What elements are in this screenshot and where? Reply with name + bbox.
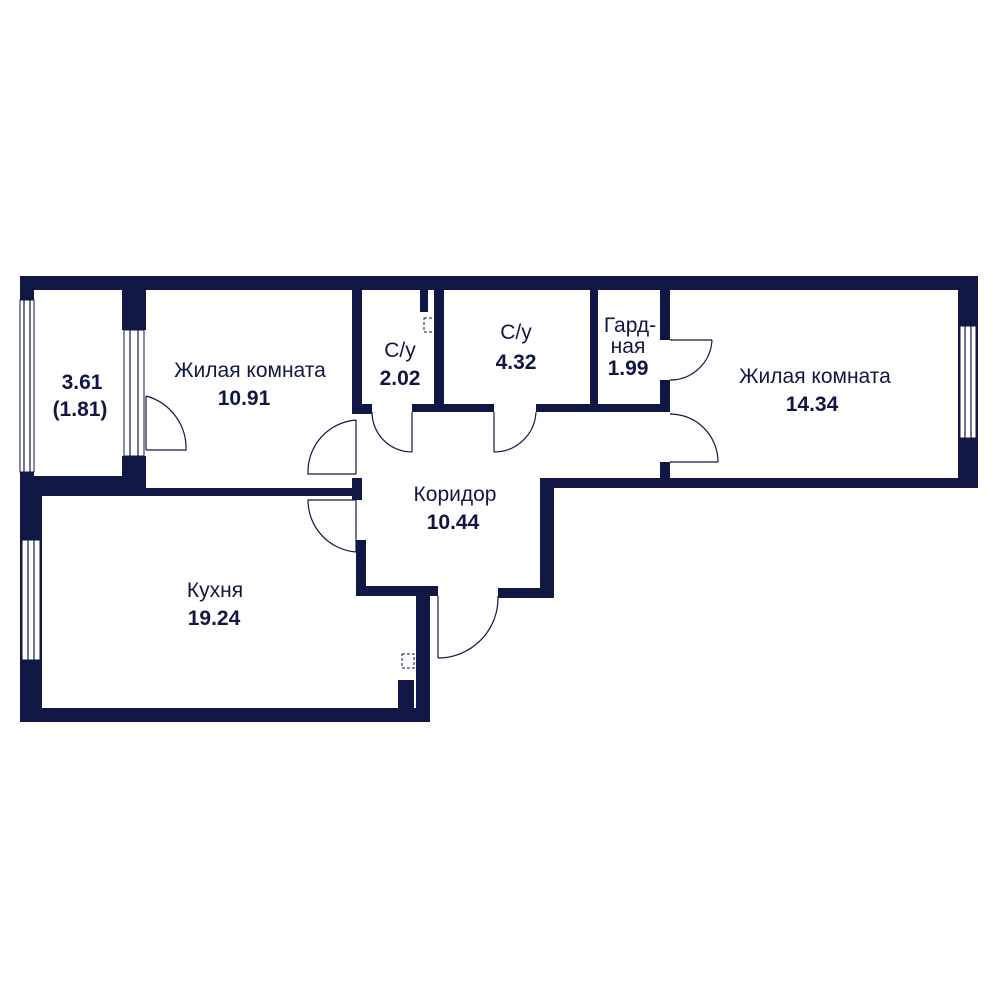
kitchen-area: 19.24 [188, 607, 241, 630]
wardrobe-left-wall [590, 290, 598, 412]
living-left-window [123, 329, 145, 457]
bath-small-corner [362, 404, 372, 414]
kitchen-riser-marker [401, 653, 415, 669]
balcony-wall-top [122, 290, 146, 330]
kitchen-bottom-wall [20, 708, 430, 722]
wardrobe-area: 1.99 [608, 357, 649, 380]
corridor-bottom-left-wall [356, 586, 438, 596]
balcony-area: 3.61 [62, 371, 103, 394]
right-living-bottom-wall [540, 478, 978, 488]
living-left-area: 10.91 [218, 387, 271, 410]
fixtures [401, 317, 437, 669]
living-right-name: Жилая комната [739, 365, 891, 388]
bath-large-door-swing [493, 411, 537, 453]
kitchen-riser [398, 680, 414, 710]
kitchen-door-swing [307, 499, 357, 553]
kitchen-corner [20, 490, 42, 512]
bath-small-name: С/у [384, 339, 416, 362]
corridor-name: Коридор [414, 483, 497, 506]
right-living-left-wall [660, 462, 670, 488]
wardrobe-door-swing [669, 339, 713, 381]
corridor-bottom-right-wall [498, 588, 554, 598]
wardrobe-right-wall-mid [660, 380, 670, 412]
shaft-wall [420, 290, 428, 312]
bath-small-area: 2.02 [380, 367, 421, 390]
corridor-left-lower-wall [356, 540, 366, 596]
living-right-area: 14.34 [786, 393, 839, 416]
windows [19, 299, 977, 661]
bath-bottom-wall [412, 404, 494, 412]
doors [145, 339, 719, 659]
entrance-door-swing [437, 595, 499, 659]
living-right-window [959, 325, 977, 439]
bath-large-name: С/у [500, 321, 532, 344]
bath-partition-wall [434, 290, 444, 412]
balcony-area-reduced: (1.81) [53, 398, 108, 421]
living-right-door-swing [669, 413, 719, 463]
wardrobe-name-line1: Гард- [604, 314, 656, 337]
living-left-right-wall [352, 290, 362, 414]
wardrobe-right-wall-top [660, 290, 670, 340]
living-left-right-wall-lower [352, 478, 362, 500]
bath-riser [423, 317, 437, 333]
corridor-right-wall [540, 478, 554, 598]
kitchen-right-wall [416, 590, 430, 722]
kitchen-name: Кухня [187, 579, 243, 602]
corridor-area: 10.44 [427, 511, 480, 534]
bath-large-area: 4.32 [496, 351, 537, 374]
balcony-door-swing [145, 395, 187, 451]
living-left-name: Жилая комната [174, 359, 326, 382]
kitchen-window [21, 539, 41, 661]
kitchen-top-wall [34, 488, 352, 496]
walls [20, 276, 978, 722]
bath-small-door-swing [371, 411, 413, 453]
labels: 3.61 (1.81) Жилая комната 10.91 С/у 2.02… [53, 314, 892, 630]
balcony-window [19, 299, 35, 473]
top-wall [20, 276, 978, 290]
living-left-door-swing [307, 419, 357, 475]
wardrobe-name-line2: ная [611, 335, 646, 358]
